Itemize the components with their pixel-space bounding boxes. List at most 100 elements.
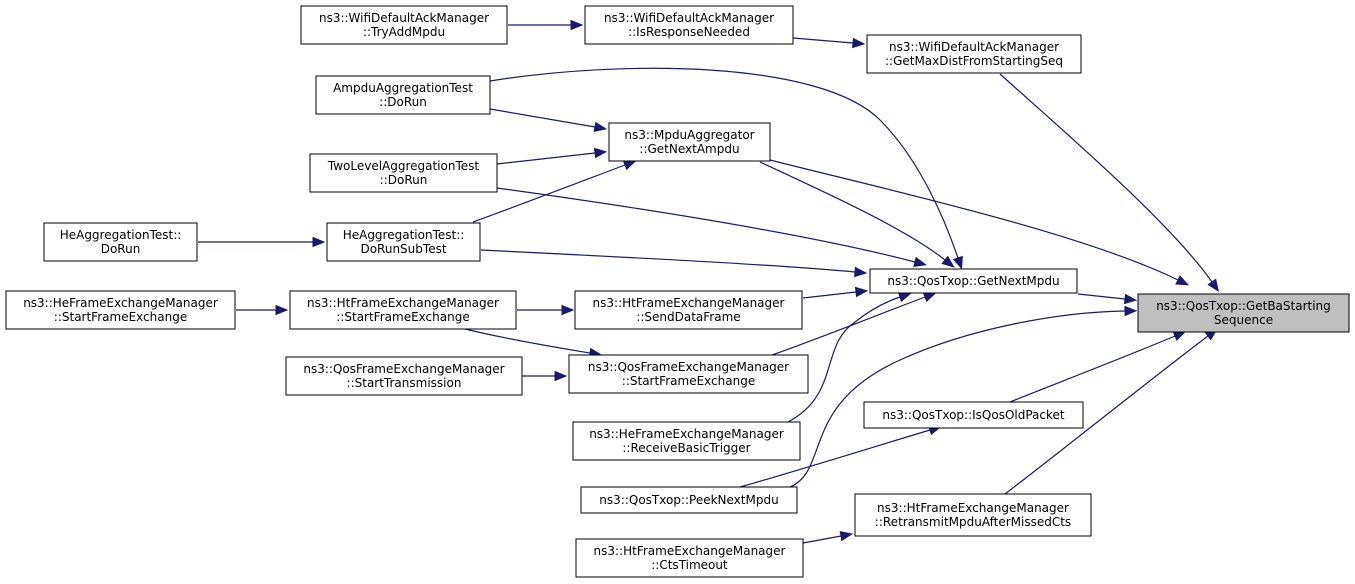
- node-box: [568, 354, 809, 394]
- node-label-line: ::SendDataFrame: [636, 310, 740, 324]
- edges-layer: [198, 19, 1220, 544]
- edge-line: [480, 249, 856, 273]
- edge-line: [802, 291, 857, 299]
- edge-mpduagg-to-getbastartingseq: [769, 159, 1190, 286]
- edge-line: [1009, 335, 1176, 403]
- edge-line: [464, 328, 591, 354]
- node-box: [866, 34, 1082, 74]
- edge-ampdutest-to-getnextmpdu: [489, 67, 963, 270]
- node-box: [869, 268, 1078, 294]
- node-tryaddmpdu[interactable]: ns3::WifiDefaultAckManager::TryAddMpdu: [300, 5, 508, 45]
- node-label-line: HeAggregationTest::: [60, 228, 182, 242]
- node-getmaxdist[interactable]: ns3::WifiDefaultAckManager::GetMaxDistFr…: [866, 34, 1082, 74]
- node-label-line: ns3::QosTxop::GetNextMpdu: [887, 274, 1059, 288]
- node-label-line: ::StartTransmission: [347, 376, 462, 390]
- node-qosstartfe[interactable]: ns3::QosFrameExchangeManager::StartFrame…: [568, 354, 809, 394]
- arrowhead: [1172, 331, 1187, 341]
- edge-line: [769, 159, 1179, 281]
- node-ctstimeout[interactable]: ns3::HtFrameExchangeManager::CtsTimeout: [575, 538, 804, 578]
- arrowhead: [941, 255, 955, 268]
- node-label-line: ::DoRun: [380, 173, 428, 187]
- node-hedorun[interactable]: HeAggregationTest::DoRun: [43, 222, 198, 262]
- arrowhead: [839, 530, 854, 542]
- arrowhead: [913, 256, 927, 267]
- edge-line: [739, 429, 931, 488]
- node-box: [572, 421, 801, 461]
- node-mpduagg[interactable]: ns3::MpduAggregator::GetNextAmpdu: [608, 122, 771, 162]
- edge-line: [472, 164, 626, 223]
- node-getnextmpdu[interactable]: ns3::QosTxop::GetNextMpdu: [869, 268, 1078, 294]
- node-label-line: Sequence: [1214, 313, 1273, 327]
- arrowhead: [1123, 293, 1138, 305]
- node-label-line: ::StartFrameExchange: [336, 310, 469, 324]
- node-label-line: ns3::HtFrameExchangeManager: [593, 296, 785, 310]
- node-label-line: ns3::HeFrameExchangeManager: [589, 427, 784, 441]
- node-box: [300, 5, 508, 45]
- edge-ampdutest-to-mpduagg: [489, 108, 608, 133]
- node-label-line: ::IsResponseNeeded: [628, 25, 750, 39]
- edge-line: [759, 161, 946, 261]
- node-hereceive[interactable]: ns3::HeFrameExchangeManager::ReceiveBasi…: [572, 421, 801, 461]
- node-htsenddata[interactable]: ns3::HtFrameExchangeManager::SendDataFra…: [574, 290, 803, 330]
- node-box: [315, 75, 491, 115]
- edge-htsenddata-to-getnextmpdu: [802, 286, 869, 299]
- node-label-line: AmpduAggregationTest: [333, 81, 473, 95]
- node-label-line: ::RetransmitMpduAfterMissedCts: [875, 515, 1071, 529]
- edge-line: [496, 152, 596, 165]
- edge-line: [496, 187, 916, 263]
- edge-line: [1077, 293, 1126, 300]
- node-box: [574, 290, 803, 330]
- edge-ctstimeout-to-retransmit: [802, 530, 854, 544]
- arrowhead: [554, 370, 568, 382]
- edge-htstartfe-to-htsenddata: [517, 304, 575, 316]
- edge-tryaddmpdu-to-isresponseneeded: [508, 19, 584, 31]
- node-label-line: TwoLevelAggregationTest: [327, 159, 480, 173]
- edge-mpduagg-to-getnextmpdu: [759, 161, 955, 268]
- node-label-line: ns3::MpduAggregator: [624, 128, 754, 142]
- node-label-line: ns3::WifiDefaultAckManager: [604, 11, 774, 25]
- node-box: [854, 493, 1092, 537]
- node-box: [326, 222, 481, 262]
- node-box: [43, 222, 198, 262]
- node-label-line: ns3::QosTxop::PeekNextMpdu: [599, 493, 778, 507]
- node-isresponseneeded[interactable]: ns3::WifiDefaultAckManager::IsResponseNe…: [584, 5, 794, 45]
- node-label-line: ns3::QosTxop::IsQosOldPacket: [882, 408, 1065, 422]
- node-box: [863, 401, 1084, 429]
- node-label-line: ns3::QosTxop::GetBaStarting: [1156, 299, 1331, 313]
- node-label-line: ns3::WifiDefaultAckManager: [319, 11, 489, 25]
- node-ampdutest[interactable]: AmpduAggregationTest::DoRun: [315, 75, 491, 115]
- node-isqosoldpacket[interactable]: ns3::QosTxop::IsQosOldPacket: [863, 401, 1084, 429]
- node-twoleveltest[interactable]: TwoLevelAggregationTest::DoRun: [309, 153, 498, 193]
- edge-getmaxdist-to-getbastartingseq: [999, 73, 1220, 293]
- node-box: [608, 122, 771, 162]
- node-box: [580, 486, 798, 514]
- node-label-line: HeAggregationTest::: [343, 228, 465, 242]
- node-retransmit[interactable]: ns3::HtFrameExchangeManager::RetransmitM…: [854, 493, 1092, 537]
- node-box: [285, 356, 523, 396]
- node-label-line: ::GetNextAmpdu: [639, 142, 739, 156]
- edge-line: [1004, 335, 1209, 495]
- node-label-line: ::TryAddMpdu: [363, 25, 445, 39]
- node-box: [584, 5, 794, 45]
- arrowhead: [854, 266, 868, 278]
- node-label-line: ns3::HtFrameExchangeManager: [307, 296, 499, 310]
- edge-line: [802, 535, 842, 544]
- edge-hestartfe-to-htstartfe: [236, 304, 289, 316]
- node-label-line: ns3::QosFrameExchangeManager: [303, 362, 504, 376]
- node-label-line: DoRunSubTest: [360, 242, 446, 256]
- node-peeknextmpdu[interactable]: ns3::QosTxop::PeekNextMpdu: [580, 486, 798, 514]
- arrowhead: [561, 304, 575, 316]
- node-label-line: ::StartFrameExchange: [54, 310, 187, 324]
- node-box: [5, 290, 236, 330]
- node-qosstarttx[interactable]: ns3::QosFrameExchangeManager::StartTrans…: [285, 356, 523, 396]
- edge-hedorun-to-hesubtest: [198, 236, 326, 248]
- node-hesubtest[interactable]: HeAggregationTest::DoRunSubTest: [326, 222, 481, 262]
- edge-htstartfe-to-qosstartfe: [464, 328, 603, 359]
- node-htstartfe[interactable]: ns3::HtFrameExchangeManager::StartFrameE…: [289, 290, 517, 330]
- node-hestartfe[interactable]: ns3::HeFrameExchangeManager::StartFrameE…: [5, 290, 236, 330]
- node-label-line: ::StartFrameExchange: [622, 374, 755, 388]
- edge-line: [789, 310, 1126, 488]
- arrowhead: [312, 236, 326, 248]
